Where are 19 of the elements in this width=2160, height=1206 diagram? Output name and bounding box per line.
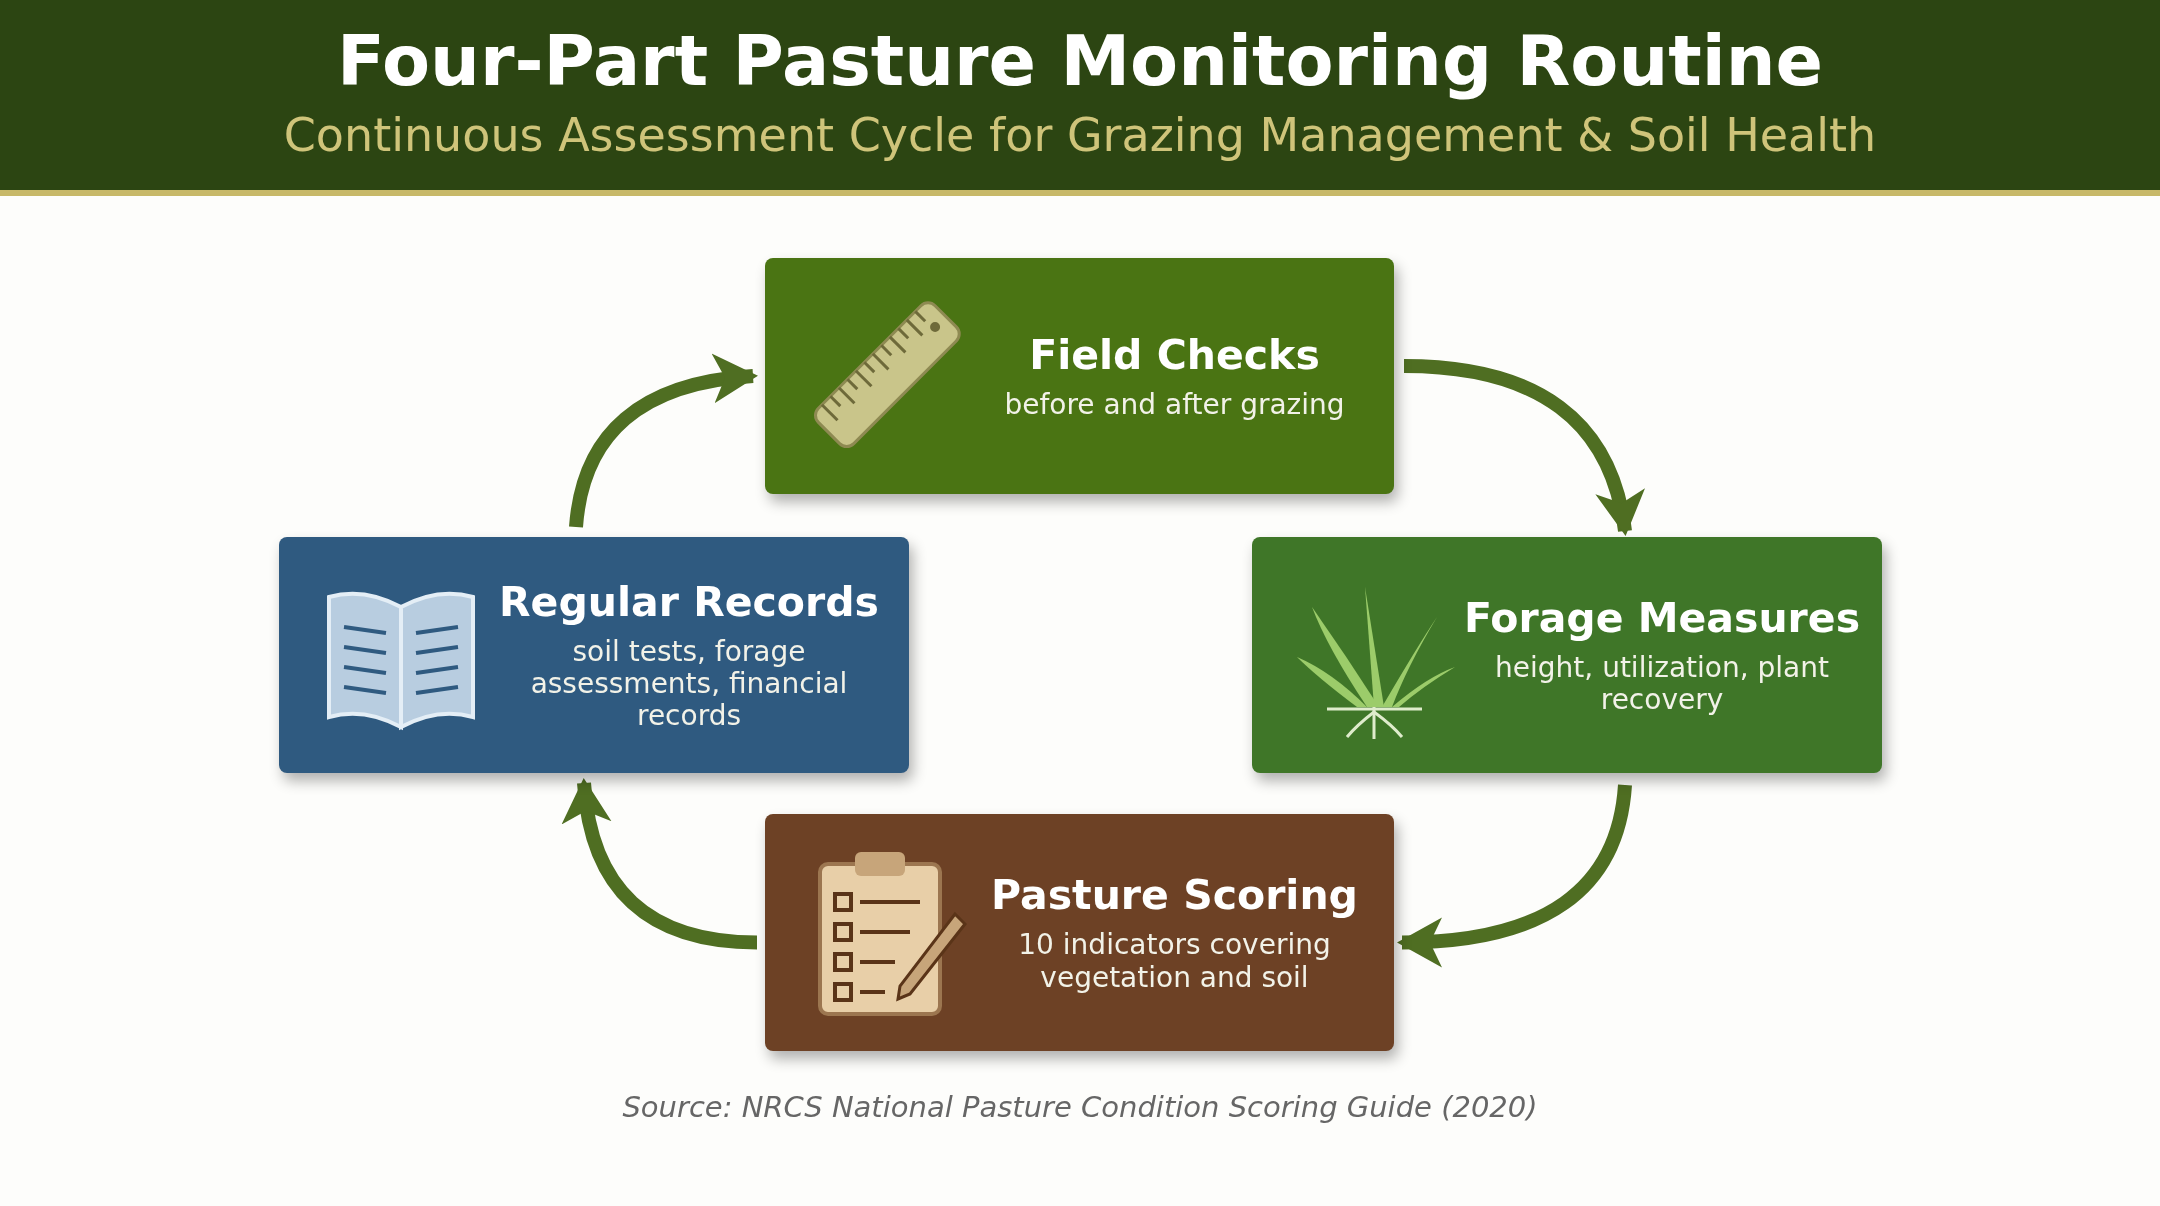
step-description: soil tests, forage assessments, financial records: [529, 635, 849, 733]
cycle-arrow: [563, 778, 758, 950]
step-card: [279, 537, 909, 773]
cycle-arrow: [569, 354, 758, 528]
step-card: [1252, 537, 1882, 773]
step-heading: Field Checks: [1029, 330, 1320, 379]
step-description: before and after grazing: [1004, 388, 1345, 422]
step-heading: Pasture Scoring: [991, 871, 1358, 920]
step-heading: Forage Measures: [1463, 593, 1861, 642]
step-description: height, utilization, plant recovery: [1494, 651, 1830, 717]
subtitle: Continuous Assessment Cycle for Grazing Management & Soil Health: [282, 108, 1878, 162]
step-description: 10 indicators covering vegetation and soil: [1017, 929, 1332, 994]
step-card: [765, 258, 1394, 494]
step-heading: Regular Records: [499, 577, 879, 626]
title: Four-Part Pasture Monitoring Routine: [336, 20, 1824, 102]
cycle-arrow: [1403, 359, 1643, 536]
source-note: Source: NRCS National Pasture Condition Scoring Guide (2020): [621, 1090, 1539, 1124]
step-card: [765, 814, 1394, 1051]
cycle-arrow: [1397, 784, 1632, 967]
